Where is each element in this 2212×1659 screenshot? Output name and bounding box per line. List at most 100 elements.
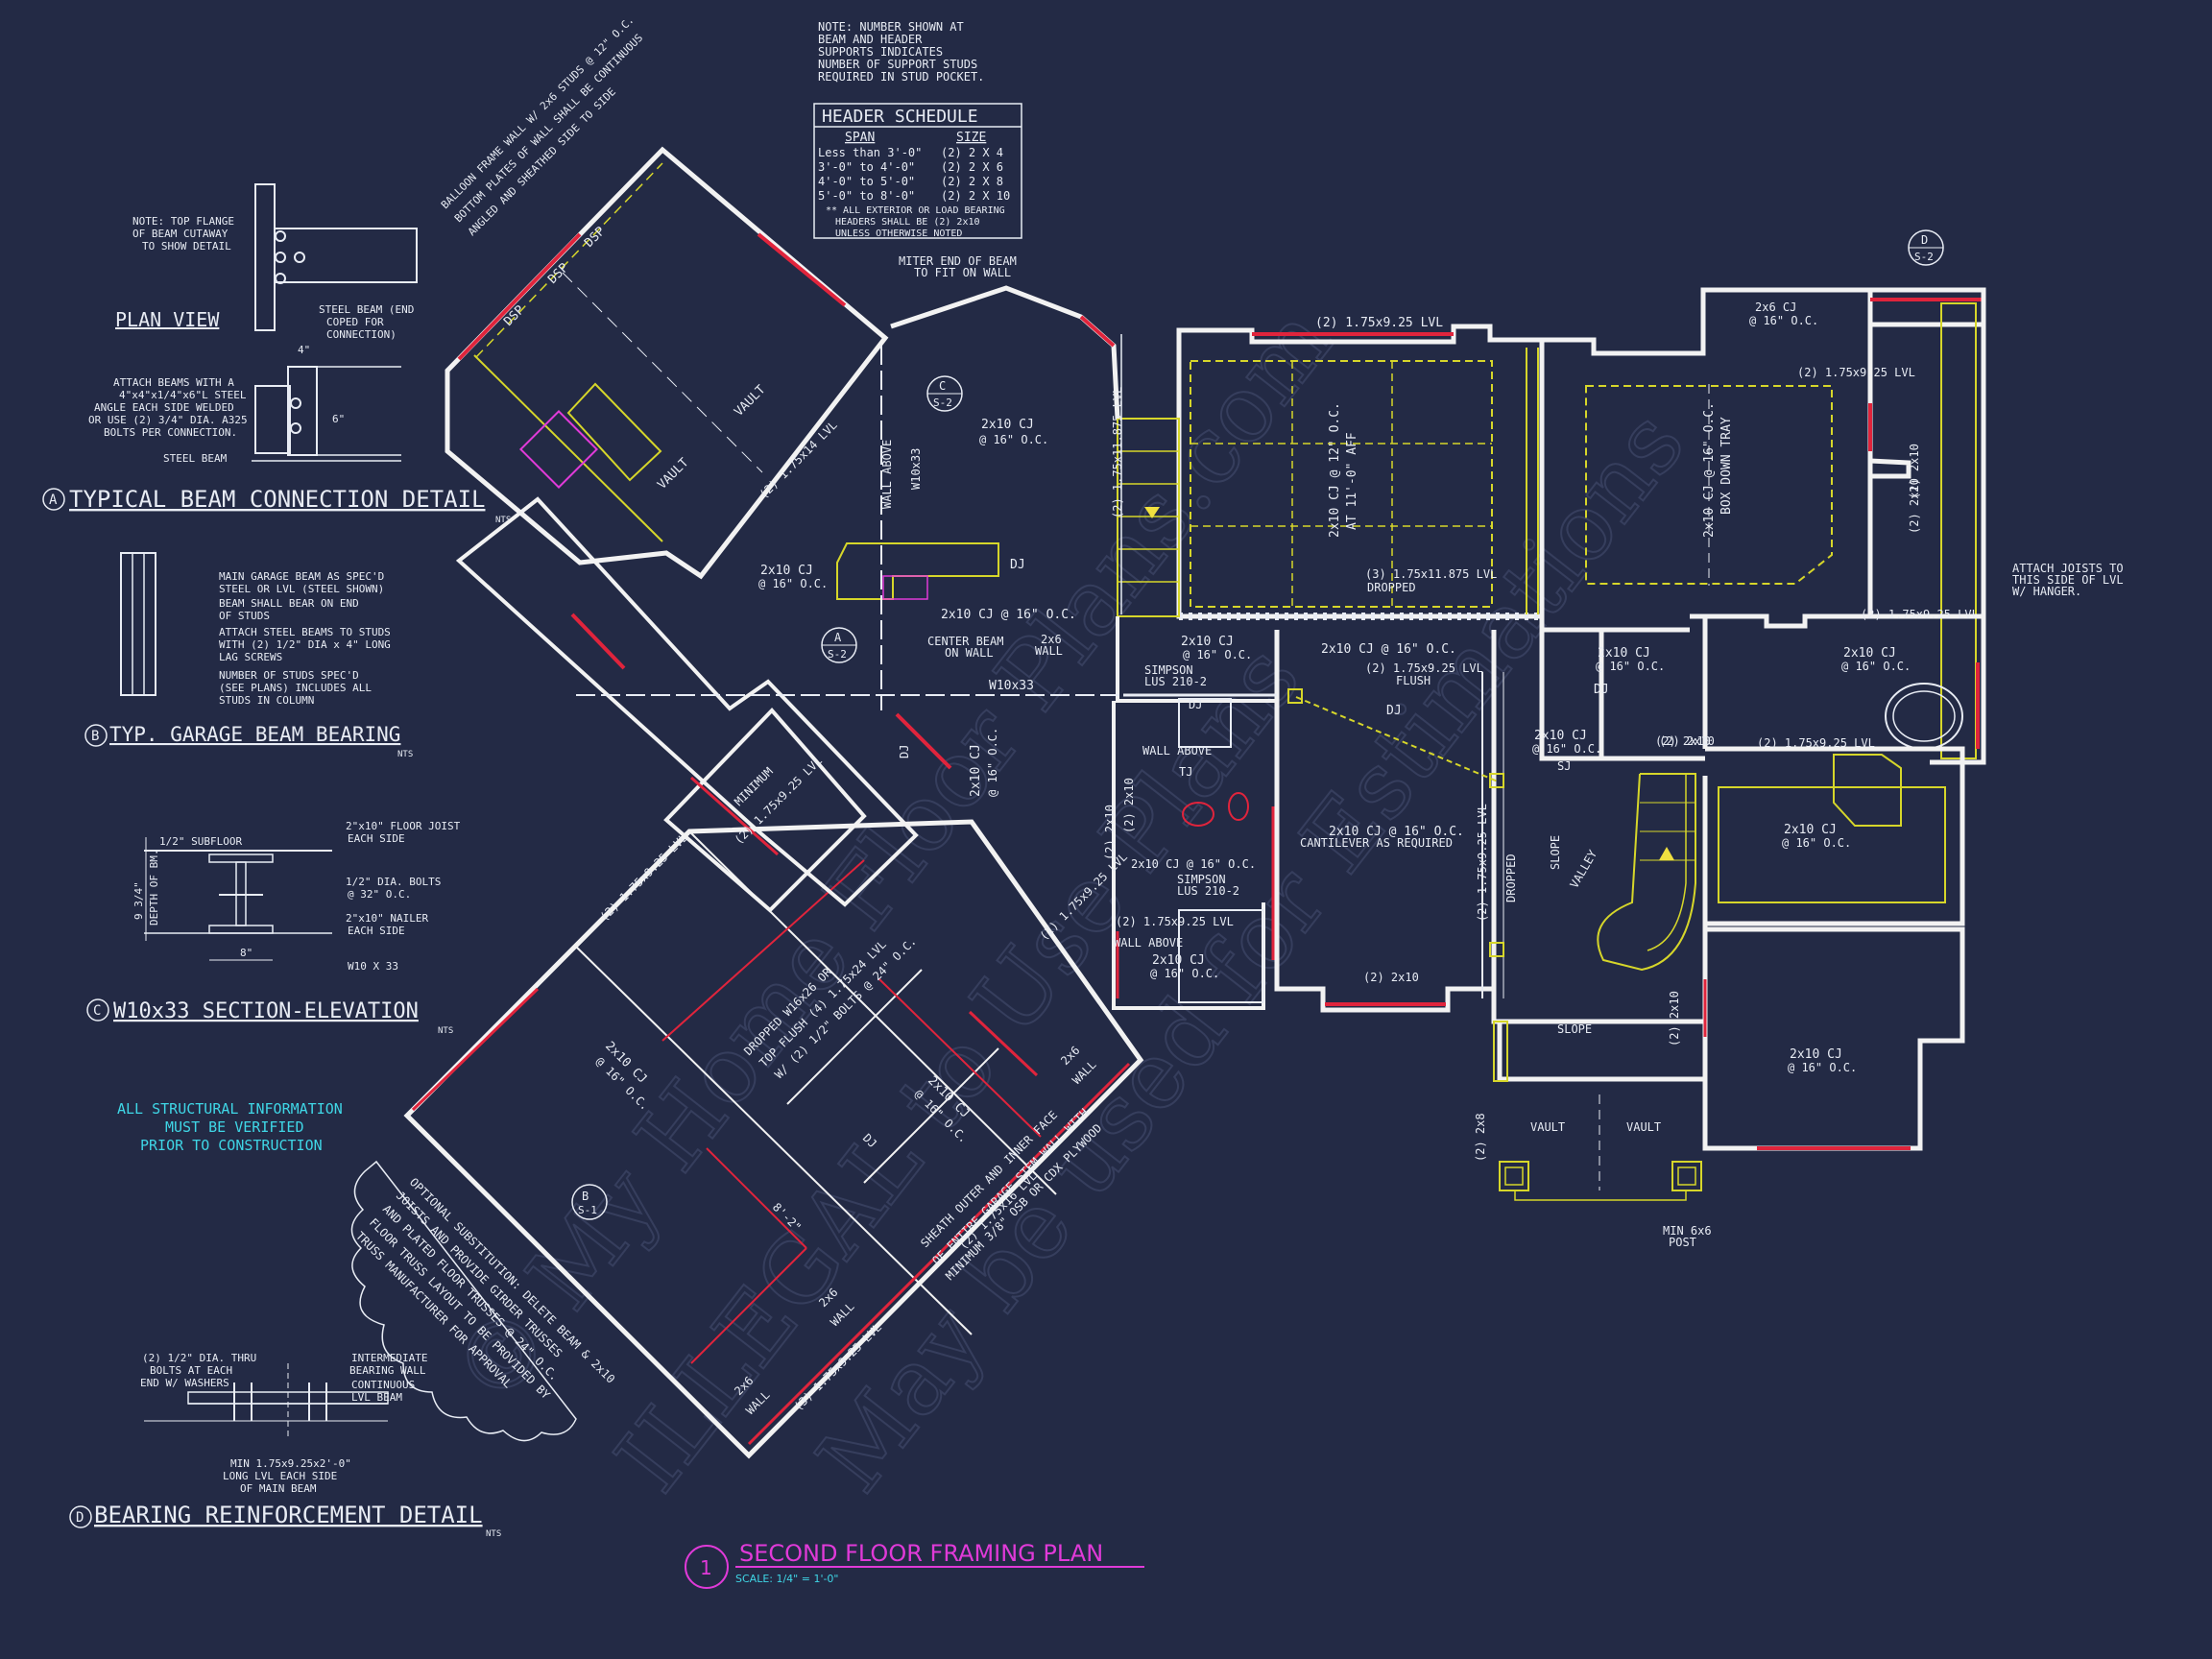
garage-wing [403,146,1144,1459]
svg-text:MIN 6x6: MIN 6x6 [1663,1224,1712,1238]
svg-text:(2) 1.75x9.25 LVL: (2) 1.75x9.25 LVL [1116,915,1234,928]
detail-letter: D [76,1510,84,1526]
span-cell: 5'-0" to 8'-0" [818,189,915,203]
detail-title: TYP. GARAGE BEAM BEARING [109,723,400,746]
svg-text:END W/ WASHERS: END W/ WASHERS [140,1377,229,1389]
svg-text:WALL ABOVE: WALL ABOVE [1142,744,1212,757]
svg-text:NTS: NTS [397,750,413,759]
svg-text:LVL BEAM: LVL BEAM [351,1391,402,1404]
svg-text:2x10 CJ @ 16" O.C.: 2x10 CJ @ 16" O.C. [941,608,1076,622]
svg-text:MAIN GARAGE BEAM AS SPEC'D: MAIN GARAGE BEAM AS SPEC'D [219,570,384,583]
svg-text:OR USE (2) 3/4" DIA. A325: OR USE (2) 3/4" DIA. A325 [88,414,248,426]
svg-text:DJ: DJ [1189,698,1202,711]
svg-text:@ 16" O.C.: @ 16" O.C. [1749,314,1818,327]
svg-text:ALL STRUCTURAL INFORMATION: ALL STRUCTURAL INFORMATION [117,1100,343,1118]
svg-text:BALLOON FRAME WALL W/ 2x6 STUD: BALLOON FRAME WALL W/ 2x6 STUDS @ 12" O.… [439,13,637,211]
svg-text:ANGLE EACH SIDE WELDED: ANGLE EACH SIDE WELDED [94,401,234,414]
svg-text:@ 16" O.C.: @ 16" O.C. [1150,967,1219,980]
svg-text:COPED FOR: COPED FOR [326,316,384,328]
svg-text:(3) 1.75x11.875 LVL: (3) 1.75x11.875 LVL [1365,567,1497,581]
svg-text:DJ: DJ [1010,558,1025,572]
svg-text:@ 32" O.C.: @ 32" O.C. [348,888,411,901]
drawing-title: SECOND FLOOR FRAMING PLAN [739,1540,1103,1567]
svg-text:CENTER BEAM: CENTER BEAM [927,635,1003,648]
size-cell: (2) 2 X 4 [941,146,1003,159]
svg-text:2x10 CJ @ 12" O.C.: 2x10 CJ @ 12" O.C. [1328,402,1342,538]
svg-text:C: C [939,379,946,393]
svg-text:FLUSH: FLUSH [1396,674,1431,687]
svg-text:NTS: NTS [495,516,511,525]
size-cell: (2) 2 X 10 [941,189,1010,203]
svg-text:@ 16" O.C.: @ 16" O.C. [1788,1061,1857,1074]
svg-text:VAULT: VAULT [1626,1120,1661,1134]
svg-text:2x10 CJ: 2x10 CJ [1784,823,1837,837]
svg-text:2x10 CJ: 2x10 CJ [1534,729,1587,743]
svg-text:(2) 1/2" DIA. THRU: (2) 1/2" DIA. THRU [142,1352,256,1364]
svg-text:(2) 2x10: (2) 2x10 [1122,778,1136,833]
svg-text:6": 6" [332,413,345,425]
note-line: NUMBER OF SUPPORT STUDS [818,58,977,71]
note-line: BEAM AND HEADER [818,33,923,46]
svg-text:SLOPE: SLOPE [1557,1022,1592,1036]
svg-text:4"x4"x1/4"x6"L STEEL: 4"x4"x1/4"x6"L STEEL [119,389,247,401]
svg-text:STEEL BEAM: STEEL BEAM [163,452,228,465]
svg-text:VAULT: VAULT [655,455,691,492]
svg-text:2x10 CJ: 2x10 CJ [1598,646,1650,661]
span-cell: 3'-0" to 4'-0" [818,160,915,174]
svg-text:2x10 CJ @ 16" O.C.: 2x10 CJ @ 16" O.C. [1702,402,1717,538]
svg-text:2x6: 2x6 [1058,1044,1082,1068]
span-cell: 4'-0" to 5'-0" [818,175,915,188]
svg-text:2x10 CJ: 2x10 CJ [1181,635,1234,649]
svg-text:SLOPE: SLOPE [1549,835,1562,870]
svg-text:OF STUDS: OF STUDS [219,610,270,622]
svg-text:1/2" SUBFLOOR: 1/2" SUBFLOOR [159,835,242,848]
note-line: SUPPORTS INDICATES [818,45,943,59]
svg-text:(SEE PLANS) INCLUDES ALL: (SEE PLANS) INCLUDES ALL [219,682,372,694]
svg-text:CANTILEVER AS REQUIRED: CANTILEVER AS REQUIRED [1300,836,1453,850]
support-stud-note: NOTE: NUMBER SHOWN AT BEAM AND HEADER SU… [818,20,984,84]
svg-text:MITER END OF BEAM: MITER END OF BEAM [899,254,1017,268]
svg-text:2x6: 2x6 [1041,633,1062,646]
size-cell: (2) 2 X 8 [941,175,1003,188]
svg-text:DJ: DJ [1594,683,1609,697]
svg-text:2"x10" FLOOR JOIST: 2"x10" FLOOR JOIST [346,820,461,832]
svg-text:(2) 2x8: (2) 2x8 [1474,1113,1487,1162]
svg-text:SIMPSON: SIMPSON [1177,873,1226,886]
svg-text:(2) 1.75x9.25 LVL: (2) 1.75x9.25 LVL [1315,316,1443,330]
svg-text:S-2: S-2 [1914,251,1934,263]
svg-text:OF BEAM CUTAWAY: OF BEAM CUTAWAY [132,228,228,240]
svg-text:@ 16" O.C.: @ 16" O.C. [1183,648,1252,661]
svg-text:(2) 2x10: (2) 2x10 [1908,478,1921,534]
footnote: UNLESS OTHERWISE NOTED [835,228,962,239]
svg-text:8": 8" [240,947,252,959]
svg-text:1/2" DIA. BOLTS: 1/2" DIA. BOLTS [346,876,441,888]
svg-text:2x10 CJ @ 16" O.C.: 2x10 CJ @ 16" O.C. [1321,642,1456,657]
svg-text:LUS 210-2: LUS 210-2 [1177,884,1239,898]
note-line: REQUIRED IN STUD POCKET. [818,70,984,84]
svg-text:(2) 2x10: (2) 2x10 [1363,971,1419,984]
svg-text:STUDS IN COLUMN: STUDS IN COLUMN [219,694,314,707]
svg-text:(2) 2x10: (2) 2x10 [1668,991,1681,1046]
svg-text:@ 16" O.C.: @ 16" O.C. [1596,660,1665,673]
svg-text:DEPTH OF BM.: DEPTH OF BM. [148,850,160,926]
svg-text:(2) 2x10: (2) 2x10 [1908,444,1921,499]
svg-text:@ 16" O.C.: @ 16" O.C. [758,577,828,590]
svg-text:EACH SIDE: EACH SIDE [348,832,405,845]
svg-text:ATTACH BEAMS WITH A: ATTACH BEAMS WITH A [113,376,234,389]
svg-text:BEAM SHALL BEAR ON END: BEAM SHALL BEAR ON END [219,597,359,610]
svg-text:D: D [1921,233,1928,247]
svg-text:DROPPED: DROPPED [1504,854,1518,902]
svg-text:VAULT: VAULT [732,382,768,419]
svg-text:2x10 CJ: 2x10 CJ [760,564,813,578]
svg-text:@ 16" O.C.: @ 16" O.C. [986,728,999,797]
svg-text:2x10 CJ @ 16" O.C.: 2x10 CJ @ 16" O.C. [1131,857,1256,871]
span-header: SPAN [845,131,875,145]
svg-text:BOX DOWN TRAY: BOX DOWN TRAY [1719,417,1734,515]
footnote: ** ALL EXTERIOR OR LOAD BEARING [826,205,1005,216]
svg-text:ATTACH JOISTS TO: ATTACH JOISTS TO [2012,562,2124,575]
svg-text:(2) 1.75x9.25 LVL: (2) 1.75x9.25 LVL [1797,366,1915,379]
svg-text:STEEL BEAM (END: STEEL BEAM (END [319,303,414,316]
detail-title: W10x33 SECTION-ELEVATION [113,999,419,1023]
